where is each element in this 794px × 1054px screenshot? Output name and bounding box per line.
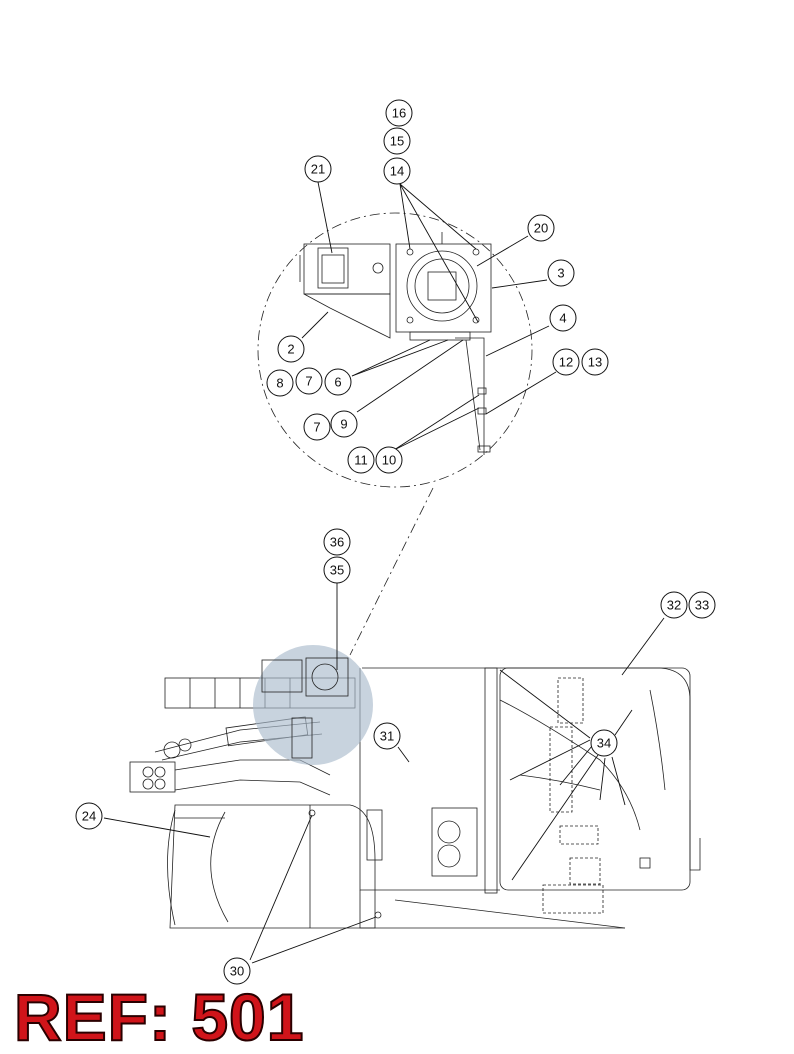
callout-number: 16	[392, 106, 406, 121]
callout-number: 36	[330, 535, 344, 550]
callout-circle	[373, 722, 401, 750]
callout-circle	[75, 802, 103, 830]
callout-c9: 9	[330, 410, 358, 438]
callout-c15: 15	[383, 127, 411, 155]
callout-c8: 8	[266, 369, 294, 397]
callout-c12: 12	[552, 348, 580, 376]
callout-number: 13	[588, 355, 602, 370]
callout-number: 7	[313, 420, 320, 435]
callout-circle	[303, 413, 331, 441]
callout-circle	[347, 446, 375, 474]
leader-lines	[103, 181, 665, 964]
machine-drawing	[103, 181, 701, 964]
callout-circle	[323, 528, 351, 556]
callout-c16: 16	[385, 99, 413, 127]
callout-c20: 20	[527, 214, 555, 242]
callout-number: 3	[557, 266, 564, 281]
callout-circle	[590, 729, 618, 757]
callout-number: 11	[354, 453, 368, 468]
callout-circle	[295, 367, 323, 395]
callout-c4: 4	[549, 304, 577, 332]
callout-circle	[383, 157, 411, 185]
highlight-motor	[261, 657, 349, 759]
callout-circle	[223, 957, 251, 985]
callout-number: 14	[390, 164, 404, 179]
callout-number: 9	[340, 417, 347, 432]
detail-connector	[349, 487, 434, 656]
callout-number: 21	[311, 162, 325, 177]
callout-circle	[527, 214, 555, 242]
callout-circle	[383, 127, 411, 155]
callout-c3: 3	[547, 259, 575, 287]
callout-c24: 24	[75, 802, 103, 830]
callout-circle	[277, 335, 305, 363]
callout-number: 6	[334, 375, 341, 390]
callout-circle	[581, 348, 609, 376]
callout-circle	[266, 369, 294, 397]
callout-c31: 31	[373, 722, 401, 750]
callout-circle	[660, 591, 688, 619]
callout-circle	[304, 155, 332, 183]
callout-number: 7	[305, 374, 312, 389]
callout-number: 8	[276, 376, 283, 391]
detail-bracket	[455, 337, 491, 455]
reference-label: REF: 501	[13, 980, 305, 1054]
callout-circle	[547, 259, 575, 287]
callout-number: 35	[330, 563, 344, 578]
callout-c14: 14	[383, 157, 411, 185]
callout-c35: 35	[323, 556, 351, 584]
callout-number: 32	[667, 598, 681, 613]
callout-c7b: 7	[303, 413, 331, 441]
callout-c36: 36	[323, 528, 351, 556]
callout-circle	[552, 348, 580, 376]
detail-circle	[257, 212, 533, 488]
callout-c32: 32	[660, 591, 688, 619]
callout-c7a: 7	[295, 367, 323, 395]
callout-c21: 21	[304, 155, 332, 183]
detail-left-enclosure	[299, 243, 391, 339]
callout-circle	[549, 304, 577, 332]
callout-circle	[385, 99, 413, 127]
callout-circle	[324, 368, 352, 396]
callout-number: 10	[382, 453, 396, 468]
callout-number: 34	[597, 736, 611, 751]
highlight-zone	[253, 645, 373, 765]
callout-number: 4	[559, 311, 566, 326]
callout-c33: 33	[688, 591, 716, 619]
callout-number: 31	[380, 729, 394, 744]
callout-number: 12	[559, 355, 573, 370]
callout-circle	[323, 556, 351, 584]
callout-c13: 13	[581, 348, 609, 376]
callout-c6: 6	[324, 368, 352, 396]
callout-number: 24	[82, 809, 96, 824]
main-machine	[129, 667, 701, 929]
callout-c34: 34	[590, 729, 618, 757]
callout-number: 20	[534, 221, 548, 236]
callout-c30: 30	[223, 957, 251, 985]
callout-circle	[375, 446, 403, 474]
callout-c10: 10	[375, 446, 403, 474]
callout-c11: 11	[347, 446, 375, 474]
callout-circle	[330, 410, 358, 438]
callout-number: 15	[390, 134, 404, 149]
callout-number: 33	[695, 598, 709, 613]
callout-number: 30	[230, 964, 244, 979]
callout-circle	[688, 591, 716, 619]
callout-number: 2	[287, 342, 294, 357]
callout-c2: 2	[277, 335, 305, 363]
